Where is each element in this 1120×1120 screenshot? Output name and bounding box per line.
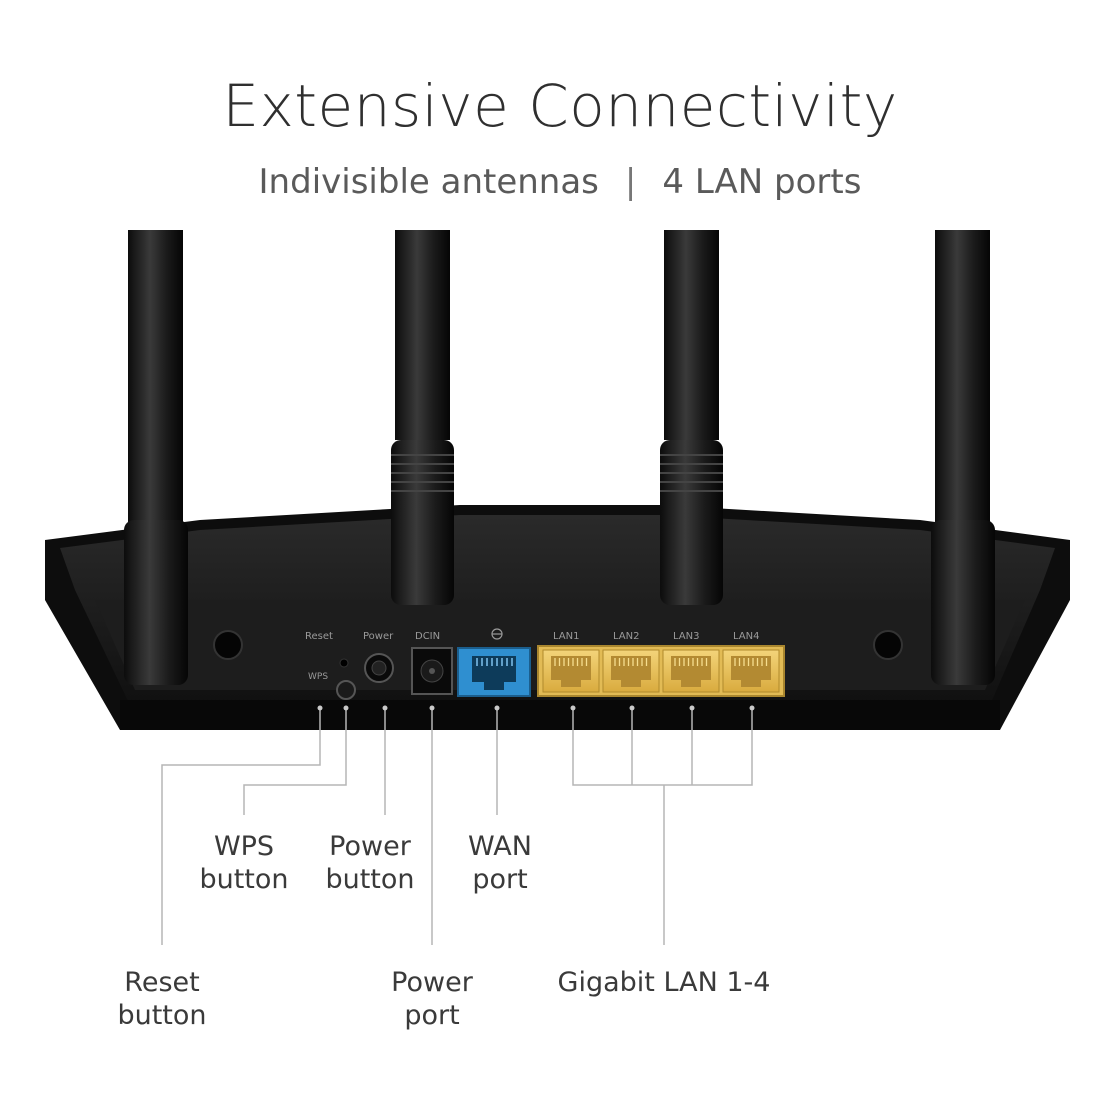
reset-pinhole[interactable] [339, 658, 349, 668]
antenna-4 [931, 230, 995, 685]
page-title: Extensive Connectivity [222, 72, 898, 140]
subtitle-separator: | [624, 162, 637, 202]
callout-wps-line1: WPS [213, 831, 275, 862]
callout-power-button-line2: button [325, 864, 415, 895]
leader-line-wps [243, 708, 347, 815]
panel-label-dcin: DCIN [415, 631, 440, 642]
panel-label-wps: WPS [308, 672, 328, 682]
panel-label-lan1: LAN1 [553, 631, 579, 642]
panel-label-lan2: LAN2 [613, 631, 639, 642]
callout-reset-line2: button [117, 1000, 207, 1031]
lan-port-4[interactable] [722, 649, 780, 693]
callout-reset-button: Reset button [102, 966, 222, 1032]
panel-label-power: Power [363, 631, 394, 642]
lan-port-2[interactable] [602, 649, 660, 693]
callout-wan-line1: WAN [468, 831, 532, 862]
antenna-2 [391, 230, 454, 605]
panel-label-lan4: LAN4 [733, 631, 759, 642]
antenna-3 [660, 230, 723, 605]
leader-line-lan [572, 708, 753, 786]
leader-line-reset [161, 708, 321, 945]
panel-label-lan3: LAN3 [673, 631, 699, 642]
callout-power-port-line2: port [404, 1000, 460, 1031]
subtitle-lan-ports: 4 LAN ports [662, 162, 862, 202]
callout-wps-button: WPS button [184, 830, 304, 896]
wps-button[interactable] [336, 680, 356, 700]
panel-label-reset: Reset [305, 631, 333, 642]
callout-wan-port: WAN port [440, 830, 560, 896]
wan-globe-icon [491, 628, 503, 640]
callout-wan-line2: port [472, 864, 528, 895]
callout-lan-line1: Gigabit LAN 1-4 [557, 967, 771, 998]
power-button[interactable] [364, 653, 394, 683]
lan-port-1[interactable] [542, 649, 600, 693]
callout-power-button-line1: Power [329, 831, 411, 862]
callout-power-button: Power button [310, 830, 430, 896]
callout-reset-line1: Reset [124, 967, 200, 998]
callout-wps-line2: button [199, 864, 289, 895]
callout-power-port-line1: Power [391, 967, 473, 998]
lan-port-group [542, 649, 780, 693]
screw-hole-right [873, 630, 903, 660]
leader-lines [161, 708, 753, 945]
antenna-1 [124, 230, 188, 685]
leader-dots [317, 705, 755, 711]
wan-port[interactable] [457, 647, 531, 697]
callout-power-port: Power port [372, 966, 492, 1032]
lan-port-3[interactable] [662, 649, 720, 693]
page-subtitle: Indivisible antennas | 4 LAN ports [0, 162, 1120, 202]
callout-gigabit-lan: Gigabit LAN 1-4 [534, 966, 794, 999]
screw-hole-left [213, 630, 243, 660]
subtitle-antennas: Indivisible antennas [258, 162, 599, 202]
power-port[interactable] [411, 647, 453, 695]
